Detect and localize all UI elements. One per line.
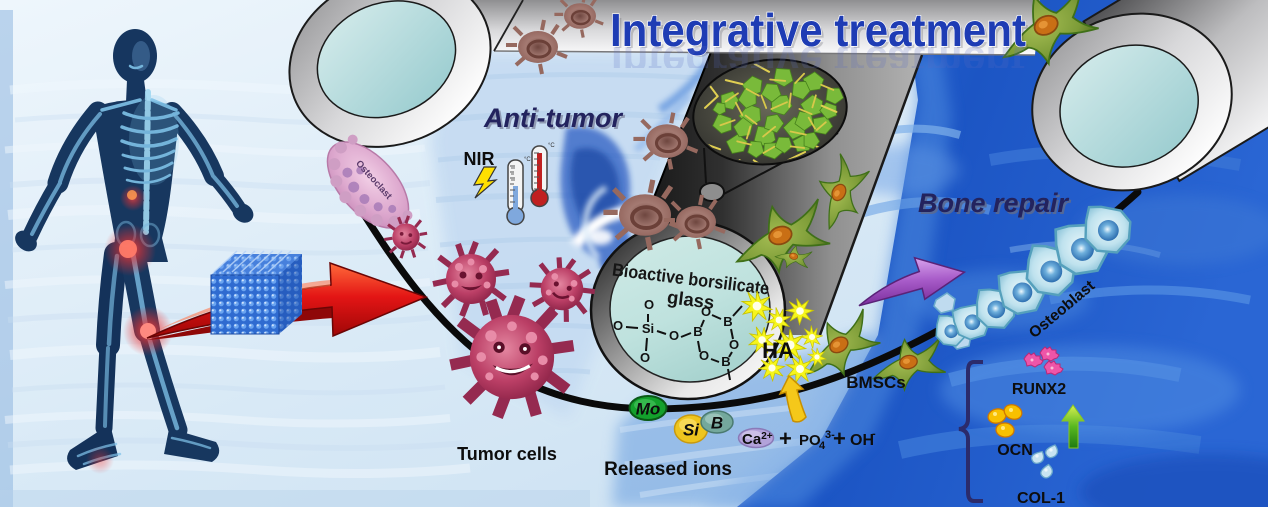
svg-text:OH: OH xyxy=(850,432,874,449)
svg-text:B: B xyxy=(721,354,730,369)
svg-text:BMSCs: BMSCs xyxy=(846,373,906,392)
svg-text:Released ions: Released ions xyxy=(604,459,732,480)
svg-text:+: + xyxy=(833,426,846,451)
svg-text:Si: Si xyxy=(683,421,700,440)
svg-text:°C: °C xyxy=(524,157,531,163)
svg-text:B: B xyxy=(711,414,723,433)
svg-text:Bone repair: Bone repair xyxy=(918,188,1070,218)
svg-text:HA: HA xyxy=(762,338,794,363)
svg-text:Mo: Mo xyxy=(636,400,661,419)
svg-text:Anti-tumor: Anti-tumor xyxy=(483,103,623,133)
svg-text:OCN: OCN xyxy=(997,442,1033,459)
svg-text:RUNX2: RUNX2 xyxy=(1012,381,1066,398)
svg-text:3-: 3- xyxy=(825,429,835,441)
svg-text:B: B xyxy=(693,324,702,339)
svg-text:O: O xyxy=(644,297,654,312)
svg-text:O: O xyxy=(640,350,650,365)
svg-text:Tumor cells: Tumor cells xyxy=(457,444,557,464)
svg-text:-: - xyxy=(872,428,876,440)
svg-text:Si: Si xyxy=(642,321,654,336)
svg-text:O: O xyxy=(699,348,709,363)
svg-text:°C: °C xyxy=(548,143,555,149)
svg-text:O: O xyxy=(729,337,739,352)
svg-text:B: B xyxy=(723,314,732,329)
svg-text:Anti-tumor: Anti-tumor xyxy=(485,105,625,135)
svg-text:COL-1: COL-1 xyxy=(1017,490,1065,507)
svg-text:Integrative treatment: Integrative treatment xyxy=(610,4,1026,56)
svg-text:Integrative treatment: Integrative treatment xyxy=(611,37,1025,86)
svg-text:NIR: NIR xyxy=(464,149,495,169)
svg-text:O: O xyxy=(613,318,623,333)
svg-text:Integrative treatment: Integrative treatment xyxy=(613,9,1029,58)
svg-text:Bone repair: Bone repair xyxy=(920,190,1072,220)
svg-text:O: O xyxy=(669,328,679,343)
svg-text:4: 4 xyxy=(819,440,826,452)
svg-text:O: O xyxy=(701,304,711,319)
svg-text:PO: PO xyxy=(799,432,821,449)
svg-text:+: + xyxy=(779,426,792,451)
